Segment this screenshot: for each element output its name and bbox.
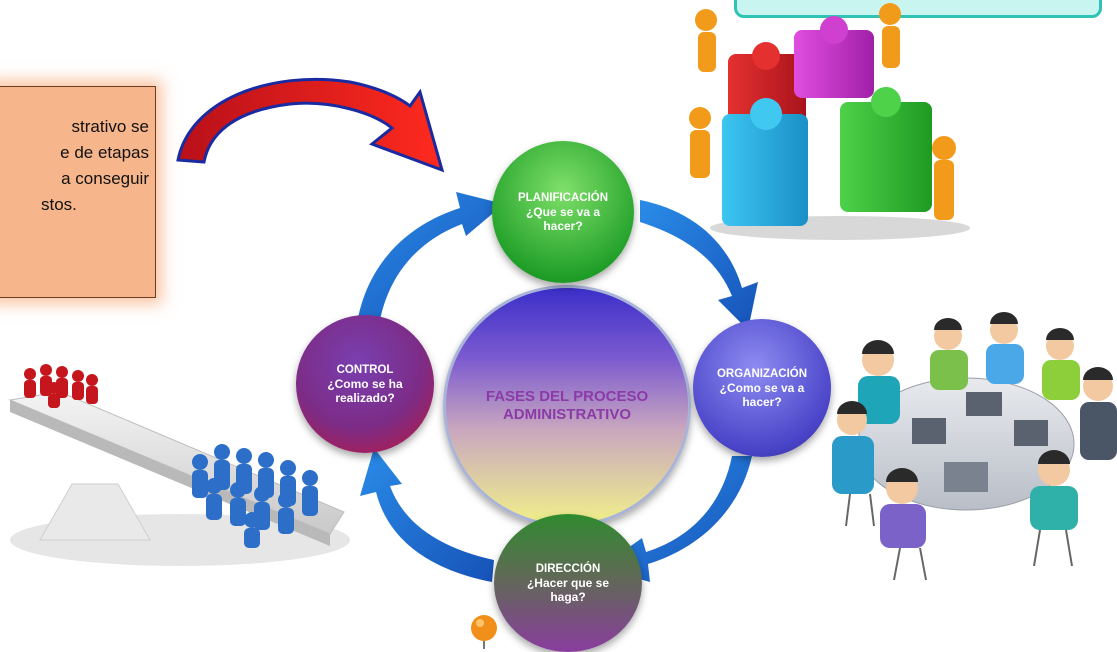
phase-organizacion: ORGANIZACIÓN ¿Como se va a hacer? <box>693 319 831 457</box>
center-circle: FASES DEL PROCESO ADMINISTRATIVO <box>443 285 691 527</box>
phase-control: CONTROL ¿Como se ha realizado? <box>296 315 434 453</box>
phase-question-line-1: ¿Que se va a <box>525 205 601 219</box>
phase-question-line-2: haga? <box>550 590 586 604</box>
center-title-line-1: FASES DEL PROCESO <box>485 388 649 405</box>
phase-title: CONTROL <box>336 364 394 376</box>
phase-question-line-1: ¿Como se va a <box>719 381 805 395</box>
phase-question-line-1: ¿Hacer que se <box>526 576 610 590</box>
orange-pin-icon <box>471 615 497 649</box>
cycle-arrow-org-to-dir <box>600 456 752 582</box>
phase-question-line-2: hacer? <box>543 219 583 233</box>
phase-question-line-1: ¿Como se ha <box>327 377 403 391</box>
intro-text-line-1: strativo se <box>71 117 149 136</box>
intro-text-line-4: stos. <box>41 195 77 214</box>
red-curved-arrow <box>176 77 445 173</box>
phase-question-line-2: hacer? <box>742 395 782 409</box>
top-callout-box <box>734 0 1102 18</box>
intro-text-line-3: a conseguir <box>61 169 149 188</box>
phase-title: ORGANIZACIÓN <box>716 368 808 380</box>
round-table-team-illustration <box>832 312 1117 581</box>
phase-title: DIRECCIÓN <box>535 563 601 575</box>
puzzle-team-illustration <box>689 3 970 240</box>
blue-people-group <box>192 444 318 548</box>
cycle-arrow-ctrl-to-plan <box>358 192 504 320</box>
phase-question-line-2: realizado? <box>335 391 395 405</box>
intro-text-line-2: e de etapas <box>60 143 149 162</box>
cycle-arrow-plan-to-org <box>640 200 758 330</box>
red-people-group <box>24 364 98 408</box>
balance-scale-people-illustration <box>8 364 350 566</box>
cycle-arrow-dir-to-ctrl <box>360 448 494 582</box>
phase-direccion: DIRECCIÓN ¿Hacer que se haga? <box>494 514 642 652</box>
phase-planificacion: PLANIFICACIÓN ¿Que se va a hacer? <box>492 141 634 283</box>
phase-title: PLANIFICACIÓN <box>517 192 609 204</box>
intro-text-box: strativo se e de etapas a conseguir stos… <box>0 86 156 298</box>
center-title-line-2: ADMINISTRATIVO <box>502 406 632 423</box>
